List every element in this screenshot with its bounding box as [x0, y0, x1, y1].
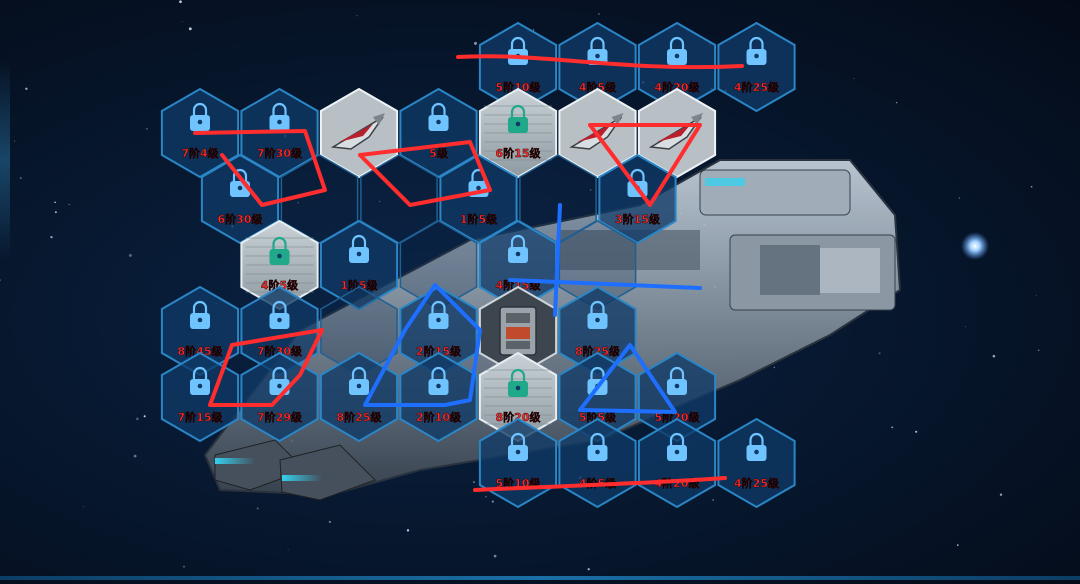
- hex-slot-locked[interactable]: 8阶25级: [319, 351, 399, 443]
- unlock-requirement-label: 4阶25级: [734, 80, 780, 94]
- lock-icon: [349, 366, 369, 395]
- red-annotations: [193, 54, 744, 492]
- unlock-requirement-label: 4阶20级: [655, 80, 701, 94]
- hex-slot-locked[interactable]: 5阶20级: [637, 351, 717, 443]
- screen-edge-glow: [0, 60, 10, 260]
- lock-icon: [508, 234, 528, 263]
- unlocked-lock-icon: [269, 236, 290, 265]
- hex-slot-locked[interactable]: 3阶15级: [598, 153, 677, 245]
- blue-annotations: [363, 203, 702, 414]
- unlock-requirement-label: 2阶15级: [416, 344, 462, 358]
- unlock-requirement-label: 7阶15级: [178, 410, 224, 424]
- hex-slot-locked[interactable]: 1阶5级: [439, 153, 518, 245]
- lock-icon: [587, 300, 608, 329]
- lock-icon: [190, 300, 210, 329]
- lock-icon: [667, 432, 687, 461]
- lock-icon: [428, 300, 449, 329]
- hex-slot-grid: 5阶10级 4阶5级 4阶20级 4阶25级 7阶4级 7阶30级 5级 6阶15级 6阶30级…: [160, 21, 796, 509]
- unlock-requirement-label: 4阶5级: [579, 80, 617, 94]
- unlock-requirement-label: 8阶25级: [575, 344, 621, 358]
- unlock-requirement-label: 7阶30级: [257, 146, 303, 160]
- unlock-requirement-label: 6阶15级: [496, 146, 542, 160]
- lock-icon: [428, 366, 449, 395]
- unlock-requirement-label: 8阶25级: [337, 410, 383, 424]
- unlock-requirement-label: 8阶45级: [178, 344, 224, 358]
- red-triangle-upper-right: [588, 123, 702, 207]
- equipment-module-icon: [499, 306, 537, 356]
- red-zigzag-upper-mid: [358, 140, 492, 207]
- lock-icon: [508, 432, 528, 461]
- red-line-bottom: [473, 476, 727, 492]
- lock-icon: [587, 432, 608, 461]
- ship-module-icon: [330, 113, 385, 150]
- unlock-requirement-label: 1阶5级: [460, 212, 498, 226]
- blue-triangle-right: [578, 343, 677, 414]
- unlock-requirement-label: 5级: [429, 146, 449, 160]
- unlock-requirement-label: 7阶29级: [257, 410, 303, 424]
- unlocked-lock-icon: [508, 368, 528, 397]
- hex-slot-locked[interactable]: 4阶25级: [717, 417, 796, 509]
- hex-slot-ship[interactable]: [319, 87, 399, 179]
- blue-triangle-left: [363, 283, 482, 407]
- unlock-requirement-label: 6阶30级: [218, 212, 264, 226]
- hex-slot-locked[interactable]: 7阶30级: [240, 285, 319, 377]
- blue-cross-vertical: [553, 203, 562, 317]
- unlock-requirement-label: 7阶4级: [181, 146, 219, 160]
- hex-slot-locked[interactable]: 4阶25级: [717, 21, 796, 113]
- red-line-top: [456, 54, 744, 70]
- unlock-requirement-label: 5阶10级: [496, 80, 542, 94]
- lock-icon: [746, 36, 767, 65]
- lock-icon: [190, 102, 210, 131]
- unlock-requirement-label: 8阶20级: [496, 410, 542, 424]
- hex-slot-locked[interactable]: 8阶45级: [160, 285, 240, 377]
- red-zigzag-upper-left: [193, 129, 327, 207]
- unlock-requirement-label: 4阶5级: [261, 278, 299, 292]
- lock-icon: [269, 300, 290, 329]
- bottom-edge-strip: [0, 576, 1080, 580]
- red-shape-lower-left: [208, 328, 324, 407]
- lock-icon: [667, 366, 687, 395]
- lock-icon: [190, 366, 210, 395]
- hex-slot-locked[interactable]: 4阶20级: [637, 417, 717, 509]
- hex-slot-ship[interactable]: [637, 87, 717, 179]
- hex-slot-locked[interactable]: 8阶25级: [558, 285, 637, 377]
- hex-slot-locked[interactable]: 2阶10级: [399, 351, 478, 443]
- unlock-requirement-label: 2阶10级: [416, 410, 462, 424]
- unlocked-lock-icon: [508, 104, 528, 133]
- hex-slot-empty: [280, 154, 359, 244]
- lock-icon: [349, 234, 369, 263]
- hex-slot-locked[interactable]: 1阶5级: [319, 219, 399, 311]
- hex-slot-locked[interactable]: 5级: [399, 87, 478, 179]
- lock-icon: [667, 36, 687, 65]
- lock-icon: [269, 102, 290, 131]
- lock-icon: [746, 432, 767, 461]
- bright-star: [961, 232, 989, 260]
- lock-icon: [428, 102, 449, 131]
- unlock-requirement-label: 5阶5级: [579, 410, 617, 424]
- unlock-requirement-label: 1阶5级: [340, 278, 378, 292]
- unlock-requirement-label: 4阶25级: [734, 476, 780, 490]
- unlock-requirement-label: 7阶30级: [257, 344, 303, 358]
- hex-slot-unlocked[interactable]: 6阶15级: [478, 87, 558, 179]
- blue-cross-horizontal: [508, 278, 702, 290]
- hex-slot-unlocked[interactable]: 4阶5级: [240, 219, 319, 311]
- unlock-requirement-label: 3阶15级: [615, 212, 661, 226]
